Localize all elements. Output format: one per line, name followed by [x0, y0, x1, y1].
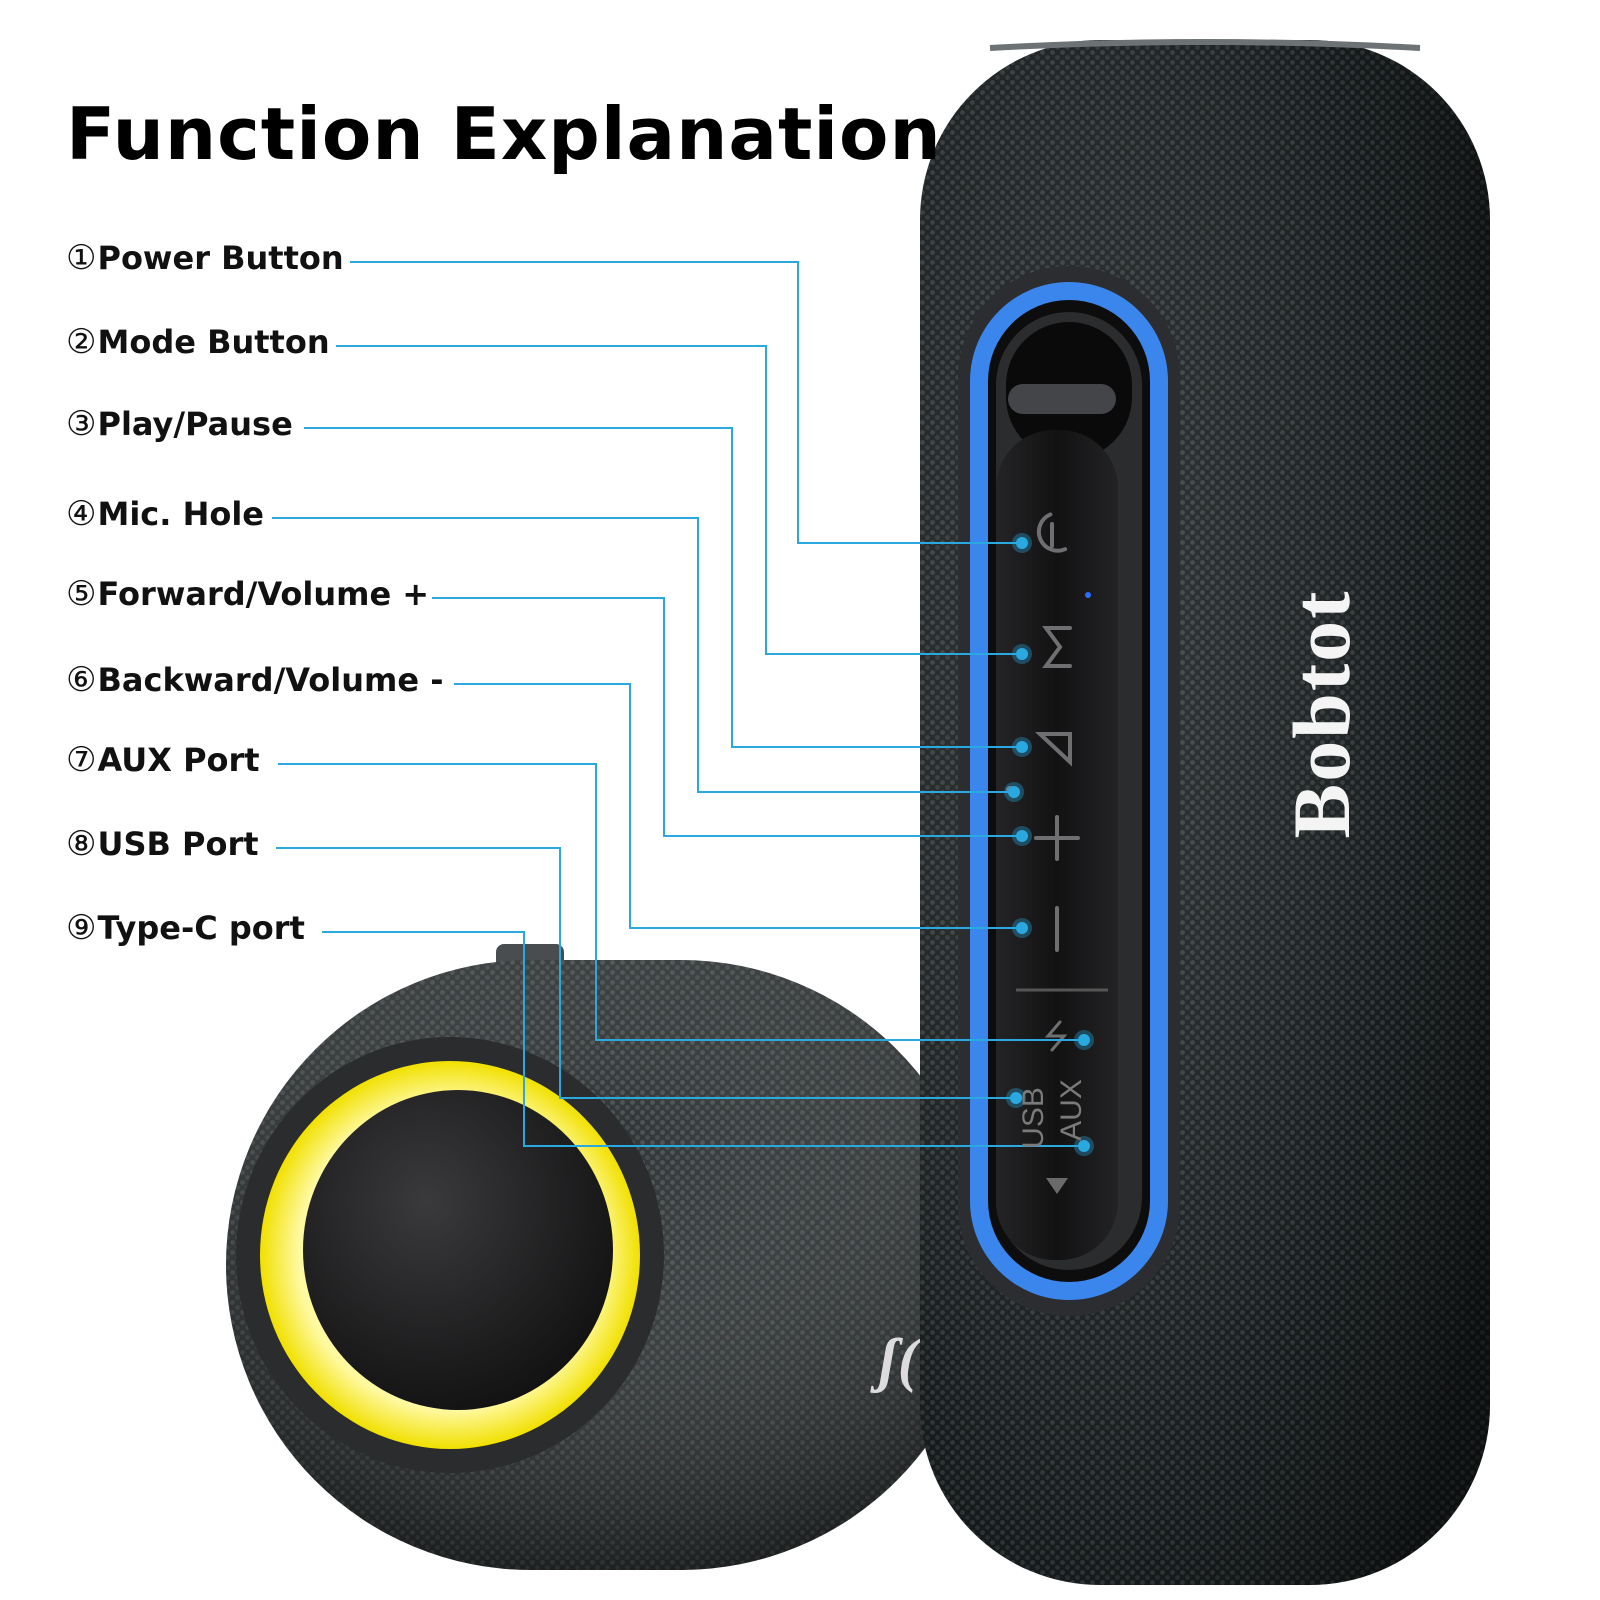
horizontal-speaker: ʃ(	[226, 944, 986, 1570]
callout-number: ②	[66, 322, 97, 362]
callout-usb-port: ⑧USB Port	[66, 822, 259, 866]
callout-label: Mode Button	[97, 323, 330, 361]
callout-number: ⑨	[66, 908, 97, 948]
callout-number: ⑤	[66, 574, 97, 614]
callout-type-c-port: ⑨Type-C port	[66, 906, 305, 950]
play-triangle-icon	[1034, 732, 1072, 767]
yellow-light-ring	[236, 1037, 664, 1473]
callout-label: Play/Pause	[97, 405, 293, 443]
svg-text:ʃ(: ʃ(	[870, 1327, 922, 1393]
callout-backward-volume-down: ⑥Backward/Volume -	[66, 658, 443, 702]
callout-label: Backward/Volume -	[97, 661, 444, 699]
callout-label: Mic. Hole	[97, 495, 264, 533]
callout-dots	[1004, 533, 1094, 1156]
callout-power-button: ①Power Button	[66, 236, 344, 280]
callout-label: Type-C port	[97, 909, 305, 947]
vertical-speaker	[920, 39, 1490, 1585]
page-title: Function Explanation	[66, 92, 942, 176]
arrow-down-icon	[1046, 1178, 1068, 1194]
callout-label: Power Button	[97, 239, 344, 277]
mode-m-icon	[1042, 626, 1072, 668]
callout-mode-button: ②Mode Button	[66, 320, 330, 364]
callout-mic-hole: ④Mic. Hole	[66, 492, 264, 536]
aux-port-label: AUX	[1055, 1079, 1088, 1141]
brand-logo: Bobtot	[1276, 589, 1367, 839]
callout-number: ⑦	[66, 740, 97, 780]
callout-label: USB Port	[97, 825, 259, 863]
control-panel	[958, 266, 1180, 1316]
power-icon	[1036, 512, 1068, 553]
plus-icon	[1034, 815, 1080, 861]
callout-number: ⑧	[66, 824, 97, 864]
lightning-icon	[1044, 1020, 1068, 1052]
callout-label: Forward/Volume +	[97, 575, 430, 613]
usb-port-label: USB	[1017, 1087, 1050, 1149]
callout-aux-port: ⑦AUX Port	[66, 738, 260, 782]
callout-forward-volume-up: ⑤Forward/Volume +	[66, 572, 429, 616]
indicator-led	[1085, 592, 1091, 598]
leader-lines	[272, 261, 1084, 1147]
callout-play-pause: ③Play/Pause	[66, 402, 293, 446]
callout-number: ⑥	[66, 660, 97, 700]
callout-label: AUX Port	[97, 741, 260, 779]
callout-number: ③	[66, 404, 97, 444]
callout-number: ①	[66, 238, 97, 278]
callout-number: ④	[66, 494, 97, 534]
